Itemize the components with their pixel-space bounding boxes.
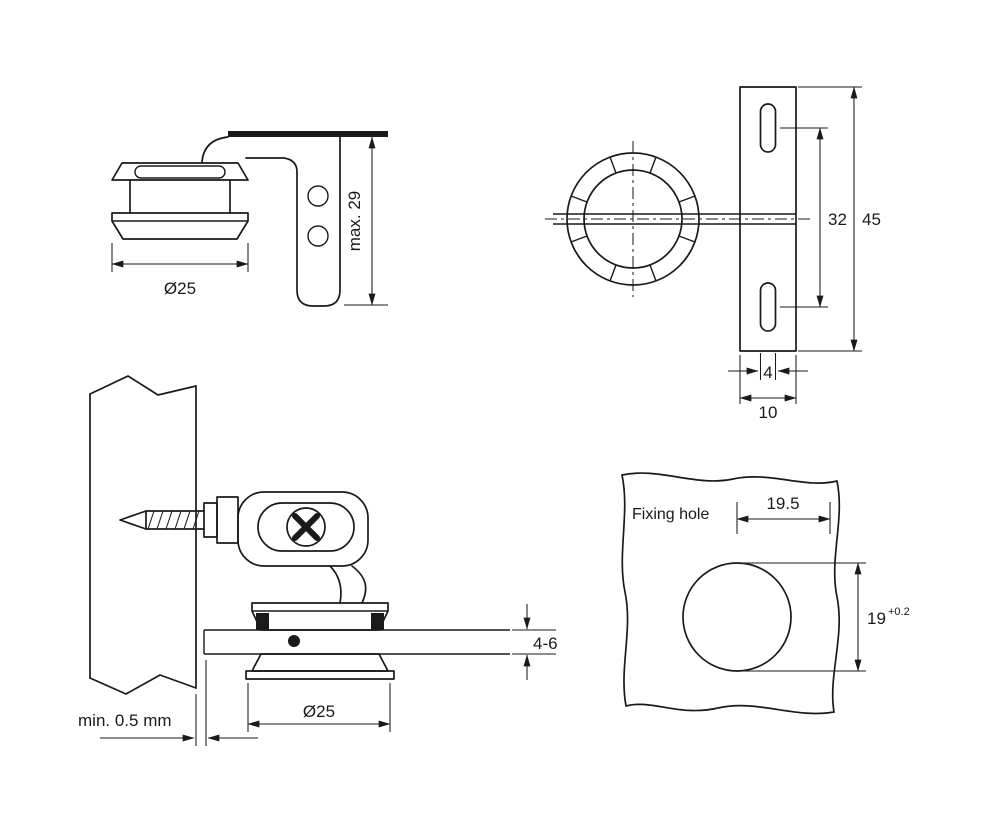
dim-height: max. 29 xyxy=(344,136,388,306)
panel-break-top xyxy=(89,375,197,396)
side-view: Ø25 max. 29 xyxy=(111,131,388,307)
dim-slot-span: 32 xyxy=(780,127,847,308)
screw-bushing-outer xyxy=(203,502,218,538)
fixing-screw xyxy=(119,496,239,544)
hinge-body-outline xyxy=(237,491,369,567)
panel-break-bottom xyxy=(89,674,197,695)
dim-height-label: max. 29 xyxy=(345,191,364,251)
screw-threads xyxy=(147,510,200,530)
dim-plate-height-label: 45 xyxy=(862,210,881,229)
knob-cap-inset xyxy=(134,165,226,179)
dim-panel-thickness-label: 4-6 xyxy=(533,634,558,653)
bracket-arm-left-curve xyxy=(201,136,229,163)
fixing-hole-title: Fixing hole xyxy=(632,506,709,523)
dim-diameter-bottom-label: Ø25 xyxy=(303,702,335,721)
glass-shelf xyxy=(203,629,510,655)
clamp-bottom-flange xyxy=(245,670,395,680)
bracket-arm-outline xyxy=(245,136,341,307)
dim-plate-height: 45 xyxy=(798,86,881,352)
ring-outer xyxy=(566,152,700,286)
adjustment-slot xyxy=(257,502,355,552)
dim-diameter-top: Ø25 xyxy=(111,243,249,298)
side-panel xyxy=(89,375,197,695)
dim-hole-diameter: 19 +0.2 xyxy=(742,562,910,672)
fixing-hole-view: Fixing hole 19.5 19 +0.2 xyxy=(621,472,910,715)
dim-diameter-bottom: Ø25 xyxy=(247,683,391,732)
screw-bushing-inner xyxy=(216,496,239,544)
panel-broken-outline xyxy=(621,472,841,715)
dim-slot-width-label: 4 xyxy=(763,363,772,382)
dim-diameter-label: Ø25 xyxy=(164,279,196,298)
dim-center-to-edge: 19.5 xyxy=(736,494,831,534)
slot-bottom xyxy=(759,282,777,332)
dim-hole-tolerance-label: +0.2 xyxy=(888,606,910,618)
ring-inner xyxy=(583,169,683,269)
slot-top xyxy=(759,103,777,153)
plate-hole-top xyxy=(307,185,329,207)
arm-outer-curve xyxy=(351,565,367,604)
dim-slot-span-label: 32 xyxy=(828,210,847,229)
arm-inner-curve xyxy=(329,565,342,604)
knob-bottom-flange xyxy=(111,212,249,240)
glass-clamp xyxy=(245,602,395,680)
hinge-body xyxy=(237,491,369,604)
dim-plate-width-label: 10 xyxy=(759,403,778,422)
dim-hole-diameter-label: 19 xyxy=(867,609,886,628)
knob-profile xyxy=(111,162,249,240)
mounting-surface-line xyxy=(228,131,388,137)
mounting-plate xyxy=(739,86,797,352)
dim-plate-width: 10 xyxy=(739,355,797,422)
dim-min-gap: min. 0.5 mm xyxy=(78,660,258,746)
knob-top-cap xyxy=(111,162,249,181)
gasket-left xyxy=(256,613,269,630)
gasket-right xyxy=(371,613,384,630)
clamp-top-pad xyxy=(251,602,389,631)
dim-min-gap-label: min. 0.5 mm xyxy=(78,711,172,730)
ring-segments xyxy=(570,156,696,282)
plate-hole-bottom xyxy=(307,225,329,247)
fixing-hole-circle xyxy=(682,562,792,672)
phillips-screw-head xyxy=(286,507,326,547)
pivot-dot xyxy=(288,635,300,647)
screw-tip xyxy=(119,510,147,530)
dim-slot-width: 4 xyxy=(728,353,808,382)
dim-center-to-edge-label: 19.5 xyxy=(766,494,799,513)
installation-section-view: 4-6 Ø25 min. 0.5 mm xyxy=(78,375,558,746)
clamp-bottom-pad xyxy=(251,653,389,672)
front-view: 32 45 4 10 xyxy=(545,86,881,422)
dim-panel-thickness: 4-6 xyxy=(512,604,558,680)
phillips-cross-icon xyxy=(292,513,320,541)
